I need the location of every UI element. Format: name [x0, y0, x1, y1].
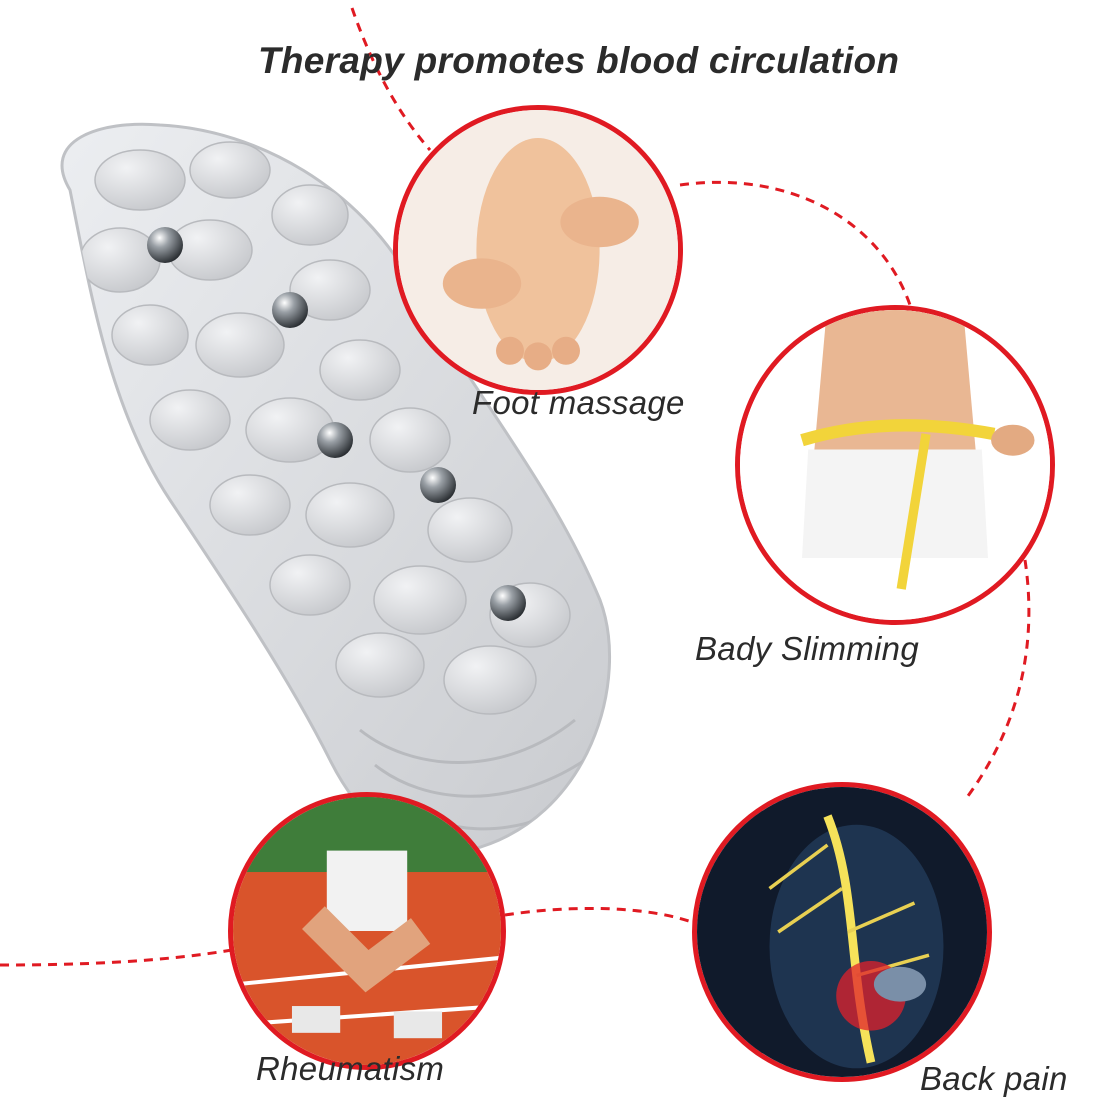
connector-left-to-rheum [0, 948, 233, 967]
magnetic-insole-image [60, 122, 612, 855]
connector-rheum-to-back [504, 906, 701, 927]
headline: Therapy promotes blood circulation [258, 40, 900, 81]
benefit-label-back-pain: Back pain [920, 1060, 1068, 1097]
benefit-label-foot-massage: Foot massage [472, 384, 685, 421]
foot-massage-photo [393, 105, 683, 395]
waist-measure-photo [735, 305, 1055, 625]
benefit-label-rheumatism: Rheumatism [256, 1050, 445, 1087]
magnet-icon [147, 227, 526, 621]
connector-slim-to-back [963, 559, 1031, 801]
knee-pain-photo [228, 792, 506, 1070]
spine-pain-photo [692, 782, 992, 1082]
connector-top-to-foot [350, 7, 432, 151]
connector-foot-to-slim [679, 180, 912, 306]
benefit-label-slimming: Bady Slimming [695, 630, 919, 667]
